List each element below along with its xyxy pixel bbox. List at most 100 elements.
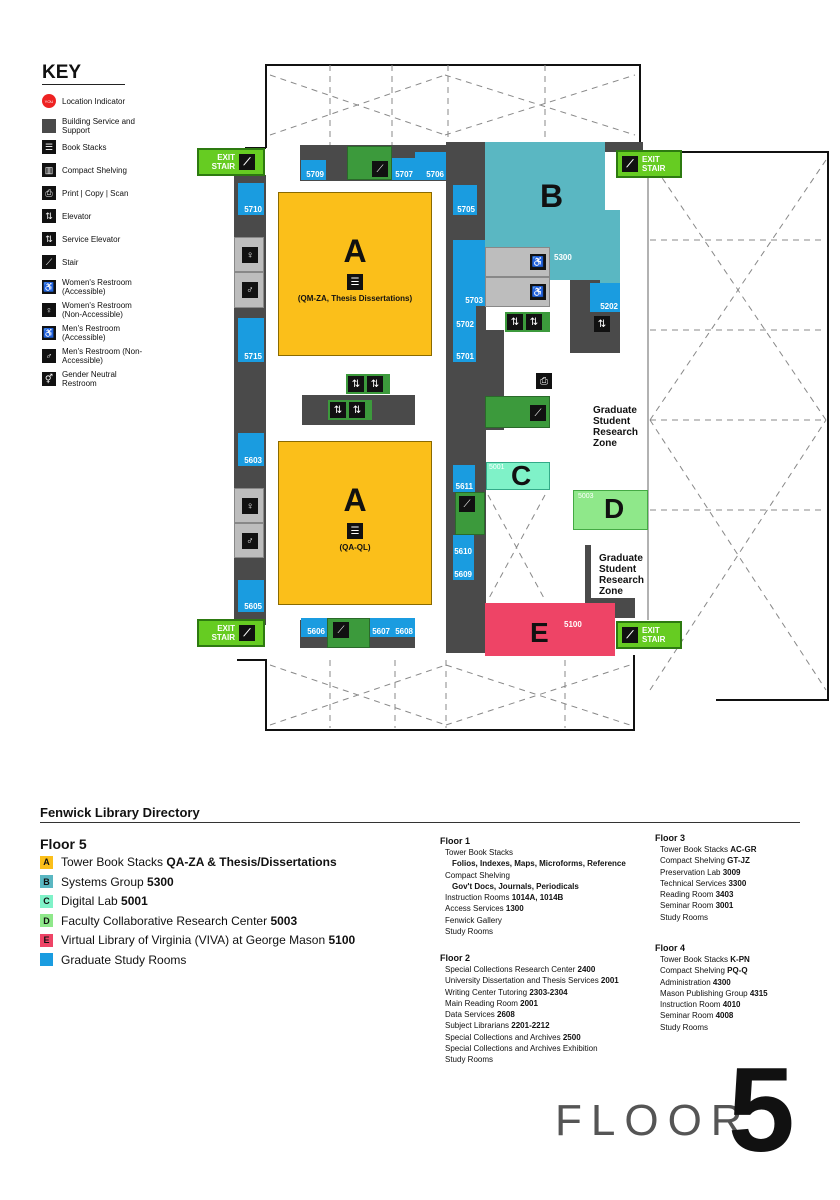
key-label: Compact Shelving — [62, 165, 127, 175]
study-room-5606[interactable]: 5606 — [301, 618, 327, 637]
item-text: Virtual Library of Virginia (VIVA) at Ge… — [61, 933, 355, 947]
study-room-5702[interactable]: 5702 — [453, 306, 476, 330]
directory-line: Compact Shelving — [440, 870, 626, 881]
gender-neutral-restroom-icon: ⚥ — [42, 372, 56, 386]
elevators: ⇅⇅ — [505, 312, 550, 332]
directory-line: Folios, Indexes, Maps, Microforms, Refer… — [440, 858, 626, 869]
line-room: 2400 — [577, 965, 596, 974]
study-room-5608[interactable]: 5608 — [392, 618, 415, 637]
study-room-5603[interactable]: 5603 — [238, 433, 264, 466]
zone-letter: A — [343, 482, 367, 518]
directory-title: Fenwick Library Directory — [40, 805, 200, 820]
line-label: Compact Shelving — [445, 870, 510, 880]
line-label: Study Rooms — [660, 1022, 709, 1032]
study-room-5703[interactable]: 5703 — [453, 240, 485, 306]
line-label: Writing Center Tutoring — [445, 987, 530, 997]
study-room-5707[interactable]: 5707 — [392, 158, 415, 180]
mens-restroom-accessible-icon: ♿ — [530, 254, 546, 270]
directory-line: Special Collections and Archives 2500 — [440, 1032, 619, 1043]
key-label: Elevator — [62, 211, 92, 221]
directory-line: Administration 4300 — [655, 977, 768, 988]
key-label: Building Service and Support — [62, 117, 135, 135]
line-label: Study Rooms — [445, 927, 494, 937]
zone-note: (QM-ZA, Thesis Dissertations) — [297, 294, 413, 303]
research-zone-label: Graduate Student Research Zone — [599, 553, 645, 597]
study-room-5607[interactable]: 5607 — [370, 618, 392, 637]
line-room: 4315 — [749, 988, 768, 998]
zone-b[interactable] — [485, 142, 605, 248]
study-room-5202[interactable]: 5202 — [590, 283, 620, 312]
study-room-5705[interactable]: 5705 — [453, 185, 477, 215]
study-room-5701[interactable]: 5701 — [453, 330, 476, 362]
zone-a-bottom[interactable]: A ☰ (QA-QL) — [278, 441, 432, 605]
directory-line: Study Rooms — [440, 926, 626, 937]
study-room-5605[interactable]: 5605 — [238, 580, 264, 612]
book-stacks-icon: ☰ — [347, 274, 363, 290]
elevators: ⇅⇅ — [328, 400, 372, 420]
line-label: Data Services — [445, 1010, 498, 1020]
color-swatch — [40, 953, 53, 966]
zone-note: (QA-QL) — [339, 543, 371, 552]
key-label: Print | Copy | Scan — [62, 188, 129, 198]
line-label: Preservation Lab — [660, 867, 723, 877]
line-room: K-PN — [730, 955, 750, 964]
exit-stair: EXIT STAIR⟋ — [197, 619, 265, 647]
service-elevator-icon: ⇅ — [42, 232, 56, 246]
zone-a-top[interactable]: A ☰ (QM-ZA, Thesis Dissertations) — [278, 192, 432, 356]
study-room-5706[interactable]: 5706 — [415, 152, 446, 180]
study-room-5710[interactable]: 5710 — [238, 183, 264, 215]
line-label: Seminar Room — [660, 1011, 716, 1021]
line-room: GT-JZ — [727, 856, 750, 866]
study-room-5715[interactable]: 5715 — [238, 318, 264, 362]
key-item: ▥ Compact Shelving — [42, 163, 152, 177]
directory-line: Seminar Room 4008 — [655, 1010, 768, 1021]
study-room-5709[interactable]: 5709 — [301, 160, 326, 180]
line-label: Special Collections Research Center — [445, 965, 578, 974]
study-room-5611[interactable]: 5611 — [453, 465, 475, 492]
mens-restroom: ♂ — [234, 523, 264, 558]
exit-stair: EXIT STAIR⟋ — [197, 148, 265, 176]
key-item: Building Service and Support — [42, 117, 152, 135]
zone-letter: C — [511, 460, 532, 491]
key-item: ♿Men's Restroom (Accessible) — [42, 324, 152, 342]
zone-c[interactable]: 5001 C — [486, 460, 550, 491]
exit-stair: ⟋EXIT STAIR — [616, 150, 682, 178]
study-room-5609[interactable]: 5609 — [453, 557, 474, 580]
item-label: Virtual Library of Virginia (VIVA) at Ge… — [61, 933, 329, 947]
item-room: 5100 — [328, 933, 356, 947]
line-label: Fenwick Gallery — [445, 915, 502, 925]
line-room: 2500 — [562, 1032, 581, 1042]
line-label: Instruction Room — [660, 1000, 723, 1010]
stair-icon: ⟋ — [42, 255, 56, 269]
color-swatch: E — [40, 933, 53, 947]
key-label: Women's Restroom (Accessible) — [62, 278, 132, 296]
mens-restroom-accessible-icon: ♿ — [42, 326, 56, 340]
womens-restroom-icon: ♀ — [42, 303, 56, 317]
item-label: Tower Book Stacks — [61, 855, 167, 869]
line-label: Compact Shelving — [660, 856, 728, 866]
elevator-icon: ⇅ — [507, 314, 523, 330]
divider — [42, 84, 125, 85]
stair-icon: ⟋ — [239, 154, 255, 170]
floor-title: Floor 2 — [440, 953, 471, 963]
stair-icon: ⟋ — [459, 496, 475, 512]
room-number: 5100 — [564, 620, 582, 629]
line-room: Gov't Docs, Journals, Periodicals — [452, 881, 579, 891]
directory-line: Study Rooms — [655, 912, 756, 923]
room-number: 5001 — [489, 464, 505, 471]
womens-restroom: ♀ — [234, 488, 264, 523]
study-room-5610[interactable]: 5610 — [453, 535, 474, 557]
line-room: 3403 — [715, 890, 734, 900]
key-item: ♿Women's Restroom (Accessible) — [42, 278, 152, 296]
line-room: 1014A, 1014B — [511, 893, 564, 903]
compact-shelving-icon: ▥ — [42, 163, 56, 177]
color-swatch: B — [40, 875, 53, 888]
directory-line: University Dissertation and Thesis Servi… — [440, 975, 619, 986]
line-label: Mason Publishing Group — [660, 988, 750, 998]
exit-stair: ⟋EXIT STAIR — [616, 621, 682, 649]
